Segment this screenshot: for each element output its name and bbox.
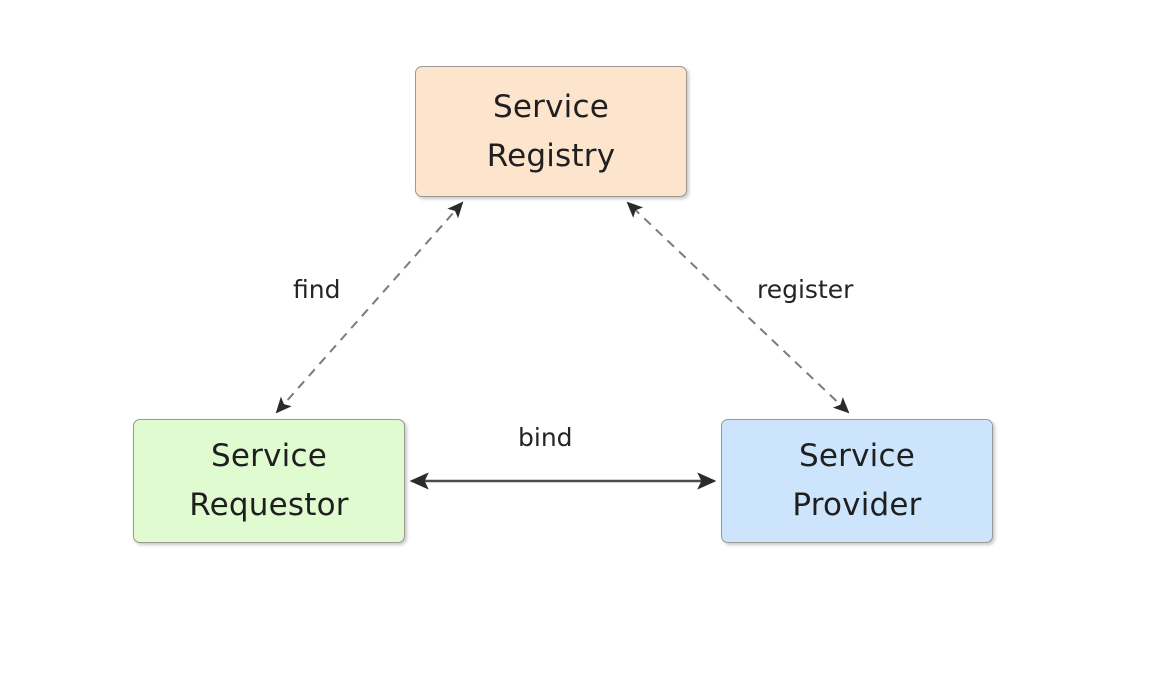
edge-label-register: register <box>752 275 859 304</box>
node-service-requestor-line-2: Requestor <box>189 487 349 523</box>
node-service-registry-line-2: Registry <box>486 137 616 174</box>
node-service-registry-line-1: Service <box>493 88 609 125</box>
node-service-registry[interactable]: Service Registry <box>415 66 687 197</box>
edge-label-find: find <box>288 275 346 304</box>
node-service-provider-line-2: Provider <box>792 487 922 523</box>
edge-find <box>275 201 464 414</box>
node-service-requestor[interactable]: Service Requestor <box>133 419 405 543</box>
node-service-provider-line-1: Service <box>799 438 915 474</box>
node-service-requestor-line-1: Service <box>211 438 327 474</box>
edge-register <box>626 201 850 414</box>
node-service-provider[interactable]: Service Provider <box>721 419 993 543</box>
edge-label-bind: bind <box>513 423 578 452</box>
